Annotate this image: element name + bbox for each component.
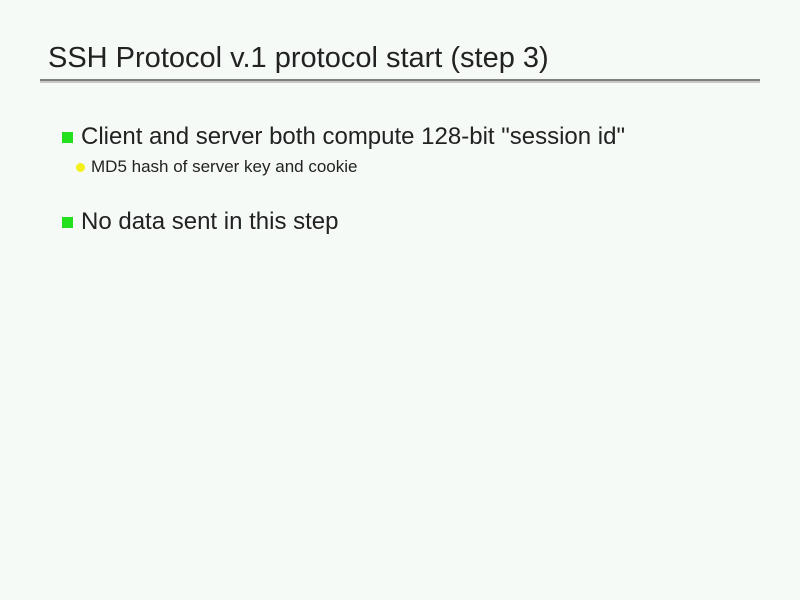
green-square-bullet-icon xyxy=(62,131,73,143)
bullet-item-2: No data sent in this step xyxy=(62,207,338,237)
bullet-item-1: Client and server both compute 128-bit "… xyxy=(62,122,625,152)
sub-bullet-text: MD5 hash of server key and cookie xyxy=(91,157,358,176)
title-divider xyxy=(40,79,760,83)
slide-title: SSH Protocol v.1 protocol start (step 3) xyxy=(48,42,549,74)
green-square-bullet-icon xyxy=(62,216,73,228)
yellow-dot-bullet-icon xyxy=(76,162,85,172)
bullet-text: No data sent in this step xyxy=(81,208,339,235)
bullet-text: Client and server both compute 128-bit "… xyxy=(81,123,625,150)
sub-bullet-item-1: MD5 hash of server key and cookie xyxy=(76,156,357,178)
